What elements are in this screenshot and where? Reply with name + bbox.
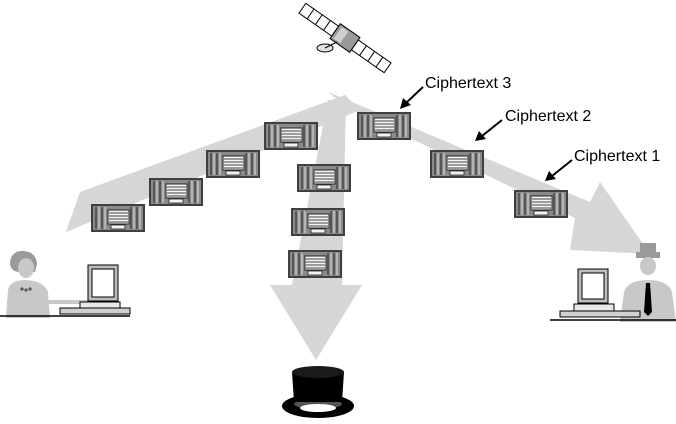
encrypted-packet-icon: [90, 203, 146, 233]
ciphertext-1-packet: [513, 189, 569, 219]
encrypted-packet-icon: [205, 149, 261, 179]
label-pointers: [400, 86, 573, 181]
encrypted-packet-icon: [290, 207, 346, 237]
ciphertext-1-label: Ciphertext 1: [574, 148, 660, 165]
packets-to-receiver: [356, 111, 569, 219]
encrypted-packet-icon: [148, 177, 204, 207]
encrypted-packet-icon: [263, 121, 319, 151]
man-at-computer-icon: [550, 243, 676, 322]
ciphertext-2-packet: [429, 149, 485, 179]
ciphertext-3-packet: [356, 111, 412, 141]
top-hat-icon: [282, 366, 354, 418]
satellite-icon: [298, 2, 392, 74]
packets-to-eavesdropper: [287, 163, 352, 279]
ciphertext-3-label: Ciphertext 3: [425, 75, 511, 92]
ciphertext-2-label: Ciphertext 2: [505, 108, 591, 125]
encrypted-packet-icon: [296, 163, 352, 193]
encrypted-packet-icon: [287, 249, 343, 279]
woman-at-computer-icon: [0, 250, 131, 318]
